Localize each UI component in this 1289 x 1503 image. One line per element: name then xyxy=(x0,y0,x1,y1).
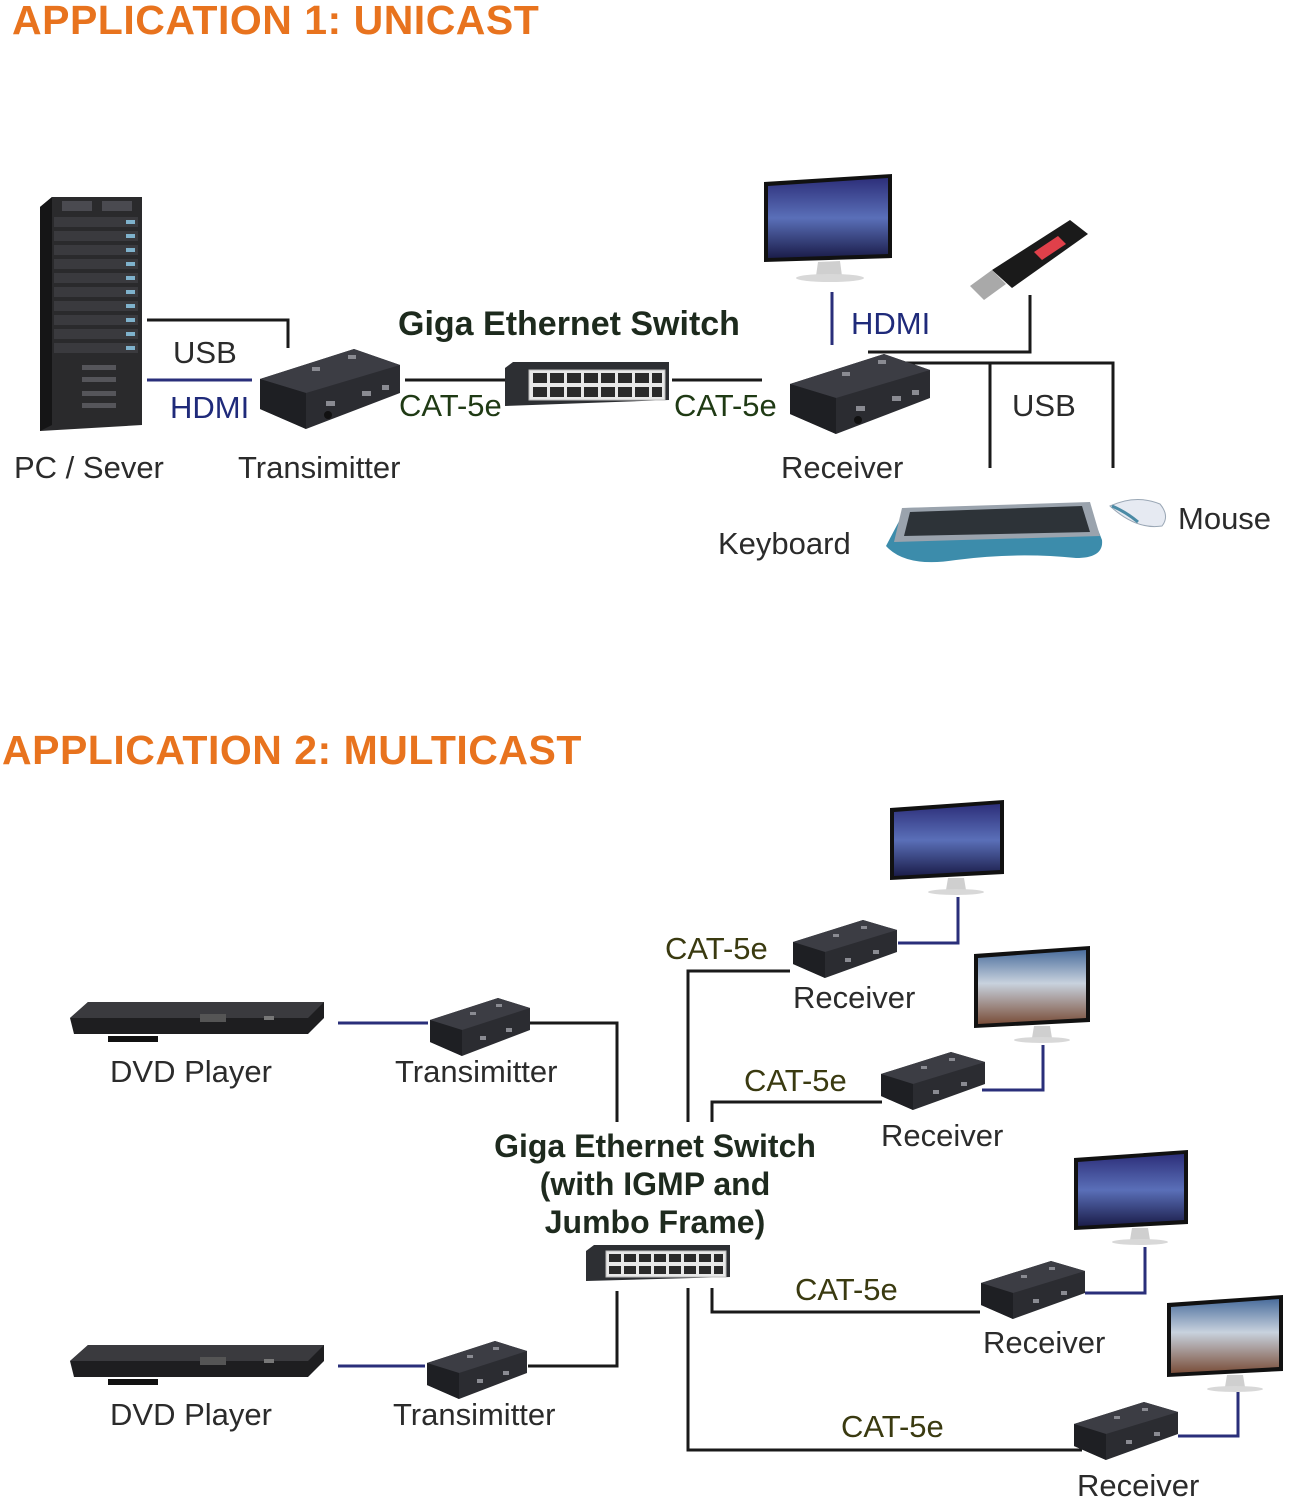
usb-label-pc: USB xyxy=(173,335,237,370)
cat5e-label-receiver-1: CAT-5e xyxy=(665,931,768,966)
dvd-player-icon xyxy=(70,1345,324,1385)
receiver-device-icon xyxy=(1074,1402,1178,1460)
switch-title-app2: Giga Ethernet Switch (with IGMP and Jumb… xyxy=(470,1127,840,1241)
server-tower-icon xyxy=(40,197,142,431)
cat5e-label-right: CAT-5e xyxy=(674,388,777,423)
monitor-icon xyxy=(1074,1150,1188,1245)
receiver-device-icon xyxy=(793,920,897,978)
wire-receiver4-monitor4 xyxy=(1178,1392,1240,1438)
app1-heading: APPLICATION 1: UNICAST xyxy=(12,0,540,43)
receiver-label-2: Receiver xyxy=(881,1118,1004,1153)
wire-switch-receiver1 xyxy=(686,969,790,1122)
cat5e-label-receiver-4: CAT-5e xyxy=(841,1409,944,1444)
transmitter-device-icon xyxy=(427,1341,527,1399)
keyboard-label: Keyboard xyxy=(718,526,851,561)
hdmi-label-pc: HDMI xyxy=(170,390,250,425)
wire-switch-receiver2 xyxy=(710,1100,882,1122)
receiver-device-icon xyxy=(981,1261,1085,1319)
receiver-label-app1: Receiver xyxy=(781,450,904,485)
monitor-icon xyxy=(764,174,892,282)
transmitter-device-icon xyxy=(430,998,530,1056)
ethernet-switch-icon xyxy=(505,362,669,406)
app2-heading: APPLICATION 2: MULTICAST xyxy=(2,727,582,773)
monitor-icon xyxy=(890,800,1004,895)
switch-title-line2: (with IGMP and xyxy=(539,1166,771,1202)
transmitter-label: Transimitter xyxy=(238,450,401,485)
dvd-player-label-2: DVD Player xyxy=(110,1397,272,1432)
transmitter-label-1: Transimitter xyxy=(395,1054,558,1089)
cat5e-label-receiver-2: CAT-5e xyxy=(744,1063,847,1098)
transmitter-label-2: Transimitter xyxy=(393,1397,556,1432)
dvd-player-label-1: DVD Player xyxy=(110,1054,272,1089)
wire-receiver3-monitor3 xyxy=(1085,1247,1147,1295)
hdmi-label-monitor: HDMI xyxy=(851,306,931,341)
switch-title-line1: Giga Ethernet Switch xyxy=(494,1128,816,1164)
receiver-device-icon xyxy=(790,354,930,434)
mouse-label: Mouse xyxy=(1178,501,1272,536)
receiver-label-1: Receiver xyxy=(793,980,916,1015)
receiver-label-3: Receiver xyxy=(983,1325,1106,1360)
transmitter-device-icon xyxy=(260,349,400,429)
pc-server-label: PC / Sever xyxy=(14,450,164,485)
monitor-icon xyxy=(974,946,1090,1043)
dvd-player-icon xyxy=(70,1002,324,1042)
wire-receiver1-monitor1 xyxy=(898,897,960,945)
receiver-label-4: Receiver xyxy=(1077,1468,1200,1503)
cat5e-label-receiver-3: CAT-5e xyxy=(795,1272,898,1307)
wire-transmitter2-switch xyxy=(528,1291,619,1368)
cat5e-label-left: CAT-5e xyxy=(399,388,502,423)
monitor-icon xyxy=(1167,1295,1283,1392)
wire-usb-receiver-keyboard xyxy=(905,361,1115,468)
switch-title-app1: Giga Ethernet Switch xyxy=(398,305,740,343)
receiver-device-icon xyxy=(881,1052,985,1110)
keyboard-icon xyxy=(886,502,1103,563)
wire-receiver2-monitor2 xyxy=(982,1045,1045,1092)
ethernet-switch-icon xyxy=(586,1245,730,1281)
mouse-icon xyxy=(1109,499,1166,528)
usb-flash-drive-icon xyxy=(970,220,1088,300)
switch-title-line3: Jumbo Frame) xyxy=(544,1204,766,1240)
usb-label-peripherals: USB xyxy=(1012,388,1076,423)
